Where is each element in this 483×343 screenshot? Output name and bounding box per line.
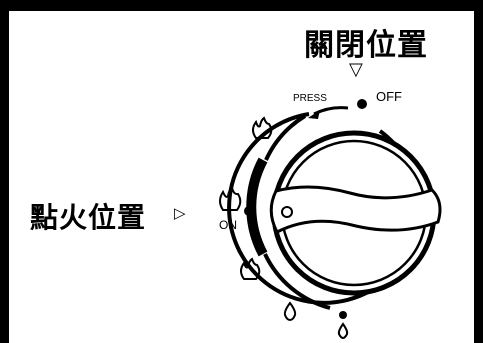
ignition-marker-icon: ▷ (174, 204, 186, 222)
on-dot (244, 206, 254, 216)
knob-handle (269, 185, 442, 235)
off-label: OFF (376, 89, 402, 104)
off-marker-icon: ▽ (349, 59, 363, 80)
ignition-position-title: 點火位置 (30, 201, 147, 234)
flame-icon-lowest (337, 322, 349, 340)
flame-icon-on (219, 186, 242, 211)
off-position-title: 關閉位置 (304, 28, 428, 63)
flame-icon-medium (240, 257, 261, 280)
press-label: PRESS (293, 93, 327, 104)
press-arrowhead-icon (308, 110, 320, 119)
off-dot (357, 99, 367, 109)
flame-range-arc-upper (264, 114, 307, 161)
flame-icon-low (283, 301, 297, 322)
flame-range-arc-lower (263, 253, 331, 310)
flame-range-arc (246, 157, 268, 257)
on-label: ON (219, 218, 237, 232)
low-dot (339, 311, 347, 319)
handle-hole (281, 206, 293, 218)
flame-icon-high (252, 116, 273, 139)
